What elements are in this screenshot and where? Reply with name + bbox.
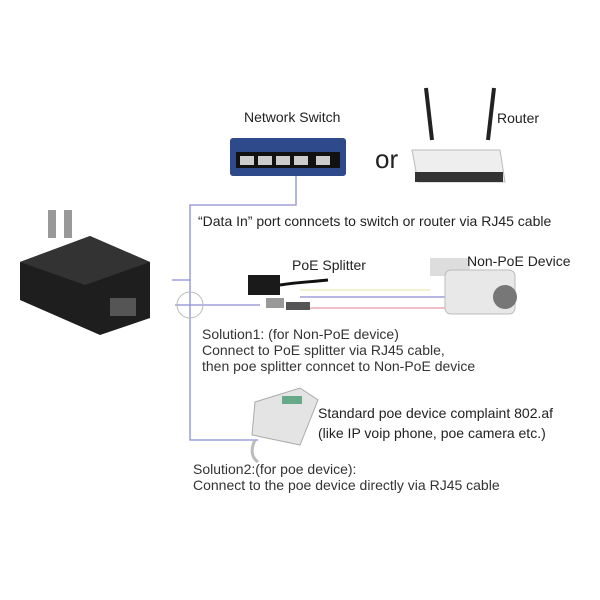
router-label: Router <box>497 110 540 126</box>
junction-circle <box>176 291 204 319</box>
poe-splitter-label: PoE Splitter <box>292 257 366 273</box>
poe-splitter-icon <box>248 275 329 310</box>
solution2-line: Solution2:(for poe device): <box>193 461 357 477</box>
standard-device-text: Standard poe device complaint 802.af (li… <box>318 405 553 441</box>
data-in-label: “Data In” port conncets to switch or rou… <box>198 213 552 229</box>
ip-phone-icon <box>250 387 319 464</box>
or-label: or <box>375 144 399 174</box>
solution2-line: Connect to the poe device directly via R… <box>193 477 500 493</box>
solution2-text: Solution2:(for poe device): Connect to t… <box>193 461 500 493</box>
router-icon <box>411 87 506 183</box>
standard-line: Standard poe device complaint 802.af <box>318 405 554 421</box>
solution1-text: Solution1: (for Non-PoE device) Connect … <box>202 326 475 374</box>
solution1-line: Connect to PoE splitter via RJ45 cable, <box>202 342 445 358</box>
standard-line: (like IP voip phone, poe camera etc.) <box>318 425 546 441</box>
solution1-line: then poe splitter conncet to Non-PoE dev… <box>202 358 476 374</box>
network-switch-label: Network Switch <box>244 109 341 125</box>
poe-adapter-icon <box>20 210 150 335</box>
camera-icon <box>430 258 517 315</box>
solution1-line: Solution1: (for Non-PoE device) <box>202 326 399 342</box>
connection-lines <box>172 172 460 441</box>
non-poe-device-label: Non-PoE Device <box>467 253 571 269</box>
network-switch-icon <box>230 138 346 176</box>
